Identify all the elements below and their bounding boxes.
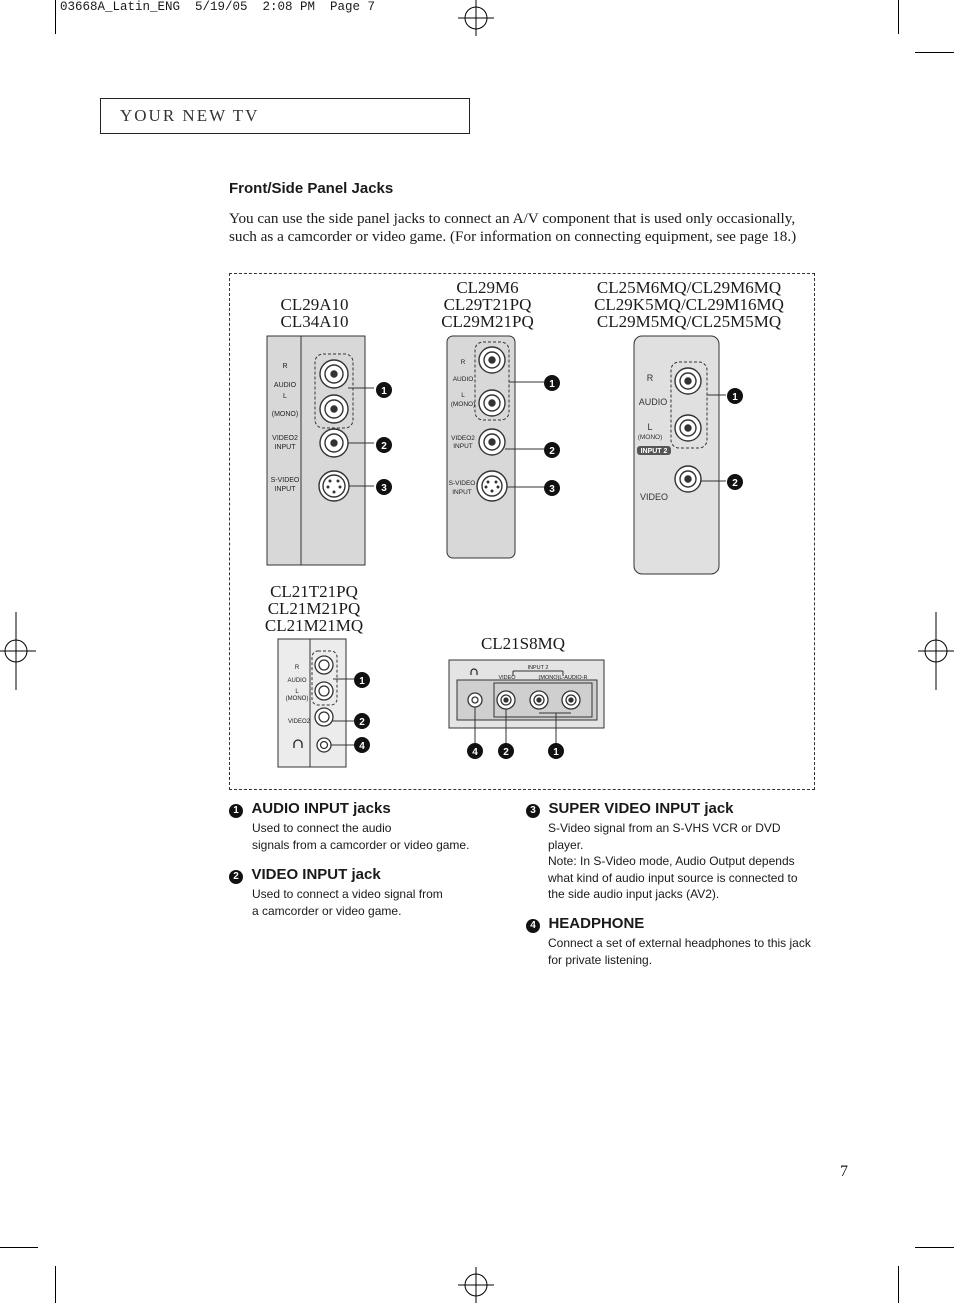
svg-text:INPUT 2: INPUT 2 <box>641 448 668 455</box>
svg-text:(MONO): (MONO) <box>451 401 476 408</box>
svg-text:L: L <box>295 689 299 695</box>
registration-mark <box>458 0 494 36</box>
crop-mark <box>0 1247 38 1248</box>
svg-text:L: L <box>461 392 465 399</box>
svg-text:(MONO)L-AUDIO-R: (MONO)L-AUDIO-R <box>539 675 588 681</box>
crop-mark <box>898 1266 899 1303</box>
svg-text:INPUT: INPUT <box>453 443 473 450</box>
model-label-e: CL21S8MQ <box>480 634 566 653</box>
svg-text:AUDIO: AUDIO <box>287 678 306 684</box>
svg-text:INPUT: INPUT <box>275 444 297 451</box>
headphone-icon <box>293 739 303 748</box>
panel-a-diagram: R AUDIO L (MONO) VIDEO2 INPUT S-VIDEO IN… <box>266 335 392 566</box>
intro-paragraph: You can use the side panel jacks to conn… <box>229 210 797 245</box>
description-title: SUPER VIDEO INPUT jack <box>548 800 734 817</box>
description-title: HEADPHONE <box>548 915 645 932</box>
section-title: YOUR NEW TV <box>120 106 260 125</box>
svg-text:S-VIDEO: S-VIDEO <box>271 477 300 484</box>
description-item: 4 HEADPHONE Connect a set of external he… <box>526 915 816 968</box>
diagram-frame <box>229 273 815 790</box>
page-number: 7 <box>840 1163 848 1180</box>
svg-text:R: R <box>647 373 654 383</box>
panel-e-diagram: INPUT 2 VIDEO (MONO)L-AUDIO-R 4 2 1 <box>448 659 605 759</box>
callout-number: 2 <box>229 870 243 884</box>
description-title: AUDIO INPUT jacks <box>251 800 391 817</box>
svg-text:2: 2 <box>381 441 387 452</box>
svg-text:AUDIO: AUDIO <box>274 382 297 389</box>
svg-text:4: 4 <box>472 747 478 758</box>
registration-mark <box>458 1267 494 1303</box>
print-slug: 03668A_Latin_ENG 5/19/05 2:08 PM Page 7 <box>60 0 376 14</box>
crop-mark <box>898 0 899 34</box>
description-title: VIDEO INPUT jack <box>251 866 381 883</box>
svg-text:VIDEO: VIDEO <box>498 675 516 681</box>
description-item: 2 VIDEO INPUT jack Used to connect a vid… <box>229 866 499 919</box>
section-header-box <box>100 98 470 134</box>
svg-text:2: 2 <box>503 747 509 758</box>
svg-text:1: 1 <box>553 747 559 758</box>
panel-b-diagram: R AUDIO L (MONO) VIDEO2 INPUT S-VIDEO IN… <box>446 335 560 559</box>
svg-text:3: 3 <box>381 483 387 494</box>
registration-mark <box>0 612 36 690</box>
svg-text:R: R <box>282 363 287 370</box>
callout-number: 3 <box>526 804 540 818</box>
svg-text:R: R <box>461 359 466 366</box>
svg-text:2: 2 <box>359 717 365 728</box>
headphone-icon <box>470 668 478 675</box>
svg-text:INPUT 2: INPUT 2 <box>528 665 549 671</box>
svg-text:1: 1 <box>732 392 738 403</box>
svg-text:1: 1 <box>549 379 555 390</box>
callout-number: 4 <box>526 919 540 933</box>
panel-c-diagram: R AUDIO L (MONO) VIDEO INPUT 2 1 2 <box>633 335 743 575</box>
svg-text:(MONO): (MONO) <box>272 411 298 418</box>
panel-d-diagram: R AUDIO L (MONO) VIDEO2 1 2 4 <box>277 638 370 768</box>
crop-mark <box>915 52 954 53</box>
crop-mark <box>55 1266 56 1303</box>
page-heading: Front/Side Panel Jacks <box>229 180 394 197</box>
svg-text:4: 4 <box>359 741 365 752</box>
crop-mark <box>915 1247 954 1248</box>
description-item: 3 SUPER VIDEO INPUT jack S-Video signal … <box>526 800 816 903</box>
svg-text:(MONO): (MONO) <box>638 434 663 441</box>
svg-text:VIDEO2: VIDEO2 <box>288 719 311 725</box>
svg-text:VIDEO2: VIDEO2 <box>451 435 475 442</box>
svg-text:L: L <box>647 422 652 432</box>
svg-text:3: 3 <box>549 484 555 495</box>
description-item: 1 AUDIO INPUT jacks Used to connect the … <box>229 800 499 853</box>
svg-text:VIDEO2: VIDEO2 <box>272 435 298 442</box>
svg-text:2: 2 <box>732 478 738 489</box>
svg-text:INPUT: INPUT <box>275 486 297 493</box>
svg-text:INPUT: INPUT <box>452 489 472 496</box>
svg-text:R: R <box>295 665 300 671</box>
svg-text:(MONO): (MONO) <box>286 696 309 702</box>
svg-text:1: 1 <box>359 676 365 687</box>
svg-text:S-VIDEO: S-VIDEO <box>449 480 476 487</box>
registration-mark <box>918 612 954 690</box>
svg-text:VIDEO: VIDEO <box>640 492 668 502</box>
svg-text:1: 1 <box>381 386 387 397</box>
crop-mark <box>55 0 56 34</box>
callout-number: 1 <box>229 804 243 818</box>
svg-text:L: L <box>283 393 287 400</box>
svg-text:AUDIO: AUDIO <box>453 376 474 383</box>
svg-text:2: 2 <box>549 446 555 457</box>
svg-text:AUDIO: AUDIO <box>639 397 668 407</box>
